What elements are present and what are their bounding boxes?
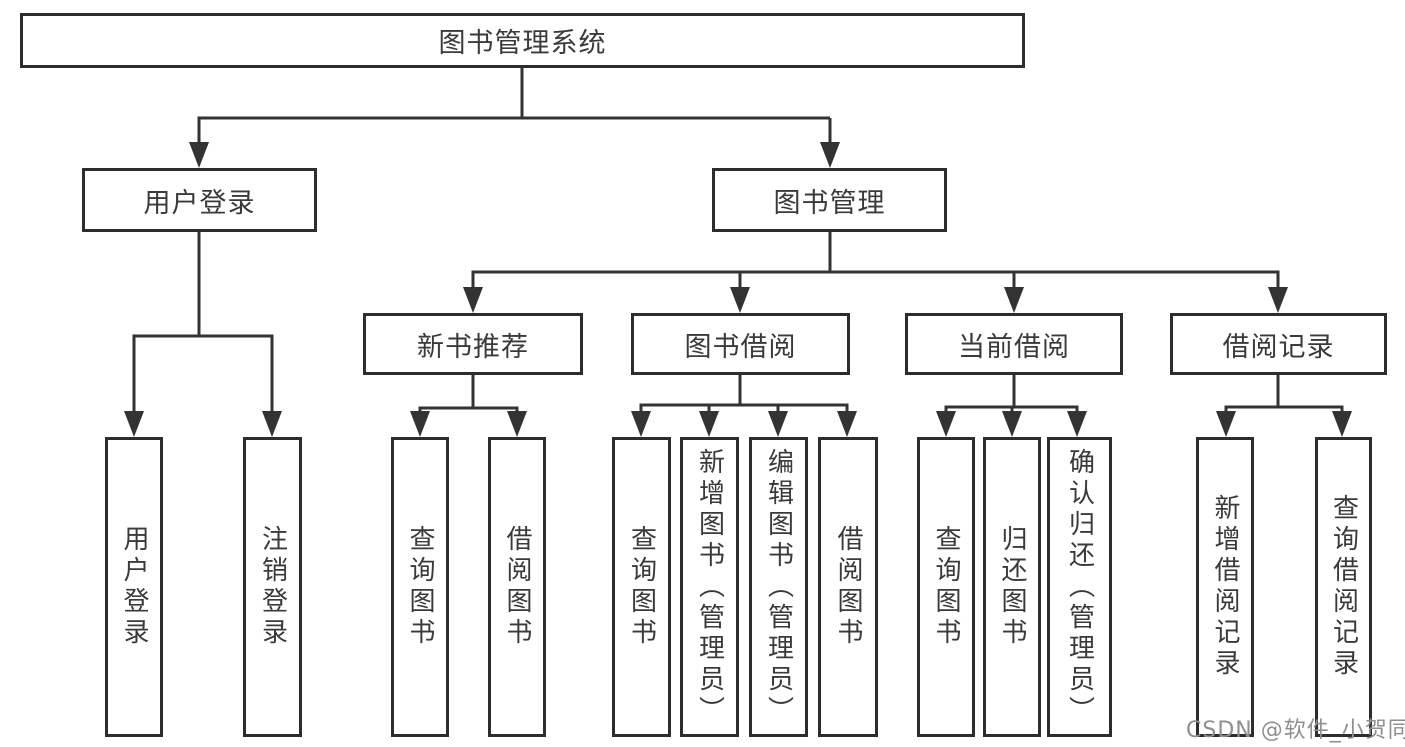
leaf-return-books: 归还图书 [983, 437, 1041, 737]
leaf-query-borrow-record-label: 查询借阅记录 [1328, 494, 1359, 680]
leaf-logout-login-label: 注销登录 [257, 525, 288, 649]
node-borrow-records: 借阅记录 [1170, 313, 1387, 375]
watermark: CSDN @软件_小贺同学 [1186, 718, 1405, 743]
leaf-confirm-return-admin: 确认归还（管理员） [1047, 437, 1112, 737]
leaf-add-books-admin: 新增图书（管理员） [680, 437, 739, 737]
leaf-query-books-current: 查询图书 [917, 437, 975, 737]
leaf-user-login: 用户登录 [105, 437, 163, 737]
leaf-confirm-return-admin-label: 确认归还（管理员） [1064, 447, 1095, 727]
tree-edges [132, 66, 1344, 413]
leaf-query-books-recommend-label: 查询图书 [405, 525, 435, 649]
leaf-edit-books-admin-label: 编辑图书（管理员） [763, 447, 794, 727]
node-book-borrow: 图书借阅 [631, 313, 850, 375]
node-current-borrow: 当前借阅 [905, 313, 1123, 375]
node-root: 图书管理系统 [20, 13, 1025, 68]
node-user-login: 用户登录 [82, 168, 317, 232]
leaf-query-books-recommend: 查询图书 [391, 437, 449, 737]
leaf-borrow-books-recommend-label: 借阅图书 [502, 525, 532, 649]
arrowheads [124, 142, 1352, 437]
node-new-book-recommend: 新书推荐 [363, 313, 583, 375]
leaf-user-login-label: 用户登录 [119, 525, 149, 649]
leaf-edit-books-admin: 编辑图书（管理员） [749, 437, 808, 737]
leaf-logout-login: 注销登录 [243, 437, 302, 737]
leaf-add-books-admin-label: 新增图书（管理员） [694, 447, 725, 727]
leaf-borrow-books-borrow: 借阅图书 [818, 437, 878, 737]
leaf-query-books-borrow-label: 查询图书 [626, 525, 657, 649]
leaf-query-books-current-label: 查询图书 [931, 525, 961, 649]
node-book-management: 图书管理 [712, 168, 947, 232]
leaf-borrow-books-recommend: 借阅图书 [488, 437, 546, 737]
leaf-add-borrow-record-label: 新增借阅记录 [1210, 494, 1240, 680]
leaf-return-books-label: 归还图书 [997, 525, 1027, 649]
leaf-borrow-books-borrow-label: 借阅图书 [833, 525, 863, 649]
leaf-query-borrow-record: 查询借阅记录 [1315, 437, 1372, 737]
leaf-query-books-borrow: 查询图书 [612, 437, 671, 737]
leaf-add-borrow-record: 新增借阅记录 [1196, 437, 1254, 737]
